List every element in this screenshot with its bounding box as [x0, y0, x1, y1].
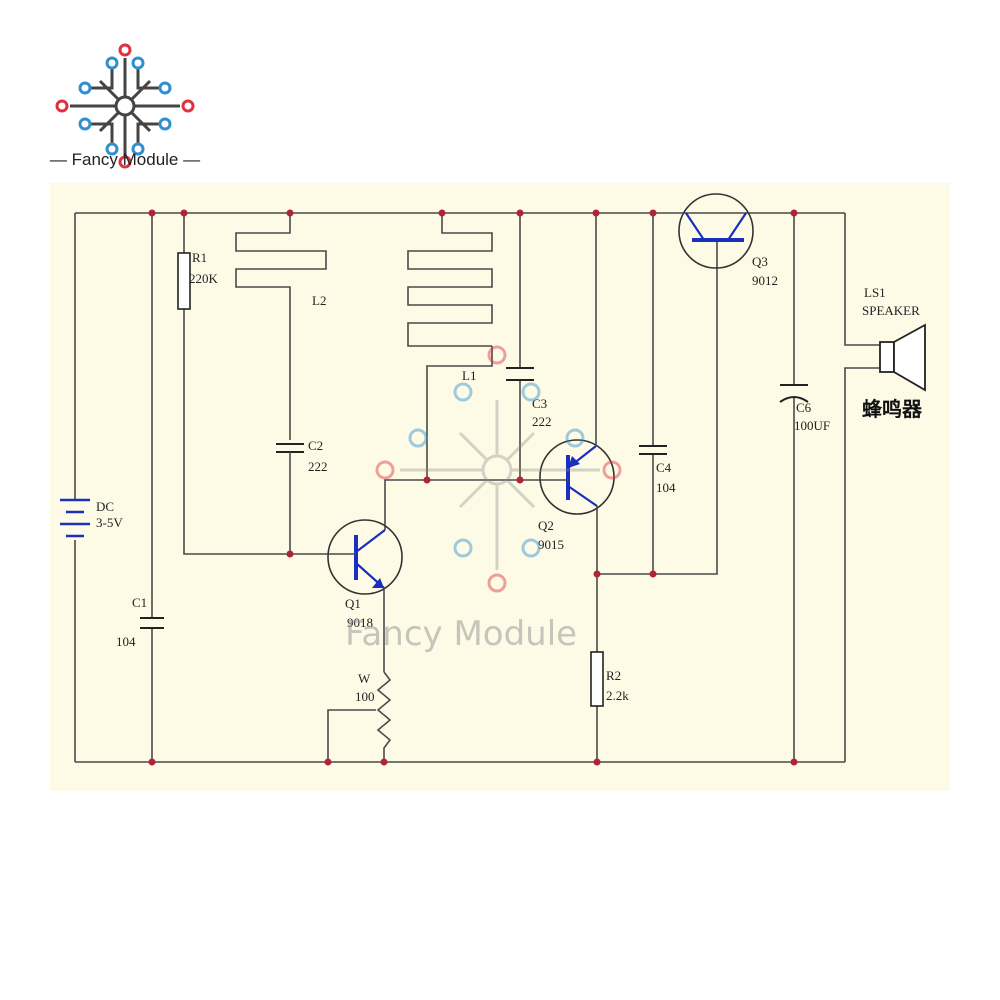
l2-label: L2 — [312, 293, 326, 308]
w-value-label: 100 — [355, 689, 375, 704]
q1-value-label: 9018 — [347, 615, 373, 630]
r2-ref-label: R2 — [606, 668, 621, 683]
buzzer-label: 蜂鸣器 — [862, 397, 923, 421]
q3-base-feed-wire — [597, 240, 718, 575]
c4-capacitor-symbol — [639, 445, 667, 455]
schematic-board — [50, 183, 950, 791]
c3-value-label: 222 — [532, 414, 552, 429]
c2-ref-label: C2 — [308, 438, 323, 453]
q1-ref-label: Q1 — [345, 596, 361, 611]
r2-resistor-symbol — [590, 651, 604, 707]
speaker-icon — [879, 323, 926, 392]
l2-coil-symbol — [235, 213, 327, 440]
c3-capacitor-symbol — [506, 367, 534, 381]
c6-capacitor-symbol — [779, 384, 809, 403]
q2-collector-wire — [595, 213, 598, 762]
c4-value-label: 104 — [656, 480, 676, 495]
collector-node-wire — [384, 479, 545, 530]
w-potentiometer-symbol — [376, 671, 392, 762]
watermark-text: Fancy Module — [345, 614, 577, 654]
r2-value-label: 2.2k — [606, 688, 629, 703]
q3-transistor-symbol — [678, 193, 754, 269]
watermark-logo-icon — [400, 400, 600, 570]
q2-ref-label: Q2 — [538, 518, 554, 533]
fancy-module-logo-icon — [55, 43, 195, 169]
r1-value-label: 220K — [189, 271, 219, 286]
l1-label: L1 — [462, 368, 476, 383]
dc-value-label: 3-5V — [96, 515, 123, 530]
dc-ref-label: DC — [96, 499, 114, 514]
q2-transistor-symbol — [539, 439, 615, 515]
battery-dc-symbol — [60, 498, 90, 538]
c6-value-label: 100UF — [794, 418, 830, 433]
r1-wire — [183, 213, 330, 555]
w-wiper-wire — [327, 709, 376, 762]
watermark-dots — [375, 345, 622, 593]
r1-ref-label: R1 — [192, 250, 207, 265]
brand-name: — Fancy Module — — [49, 150, 201, 169]
ls1-value-label: SPEAKER — [862, 303, 920, 318]
c1-capacitor-symbol — [140, 617, 164, 629]
c2-value-label: 222 — [308, 459, 328, 474]
q2-value-label: 9015 — [538, 537, 564, 552]
l1-tap-wire — [426, 346, 493, 480]
q3-value-label: 9012 — [752, 273, 778, 288]
brand-text: Fancy Module — [71, 150, 179, 169]
speaker-rail-wire — [844, 213, 880, 762]
junction-dots — [148, 209, 798, 766]
c4-ref-label: C4 — [656, 460, 672, 475]
w-ref-label: W — [358, 671, 371, 686]
ls1-ref-label: LS1 — [864, 285, 886, 300]
c1-ref-label: C1 — [132, 595, 147, 610]
c6-ref-label: C6 — [796, 400, 812, 415]
r1-resistor-symbol — [177, 252, 191, 310]
c1-value-label: 104 — [116, 634, 136, 649]
q1-transistor-symbol — [327, 519, 403, 595]
l1-coil-symbol — [407, 213, 493, 347]
q3-ref-label: Q3 — [752, 254, 768, 269]
c3-ref-label: C3 — [532, 396, 547, 411]
